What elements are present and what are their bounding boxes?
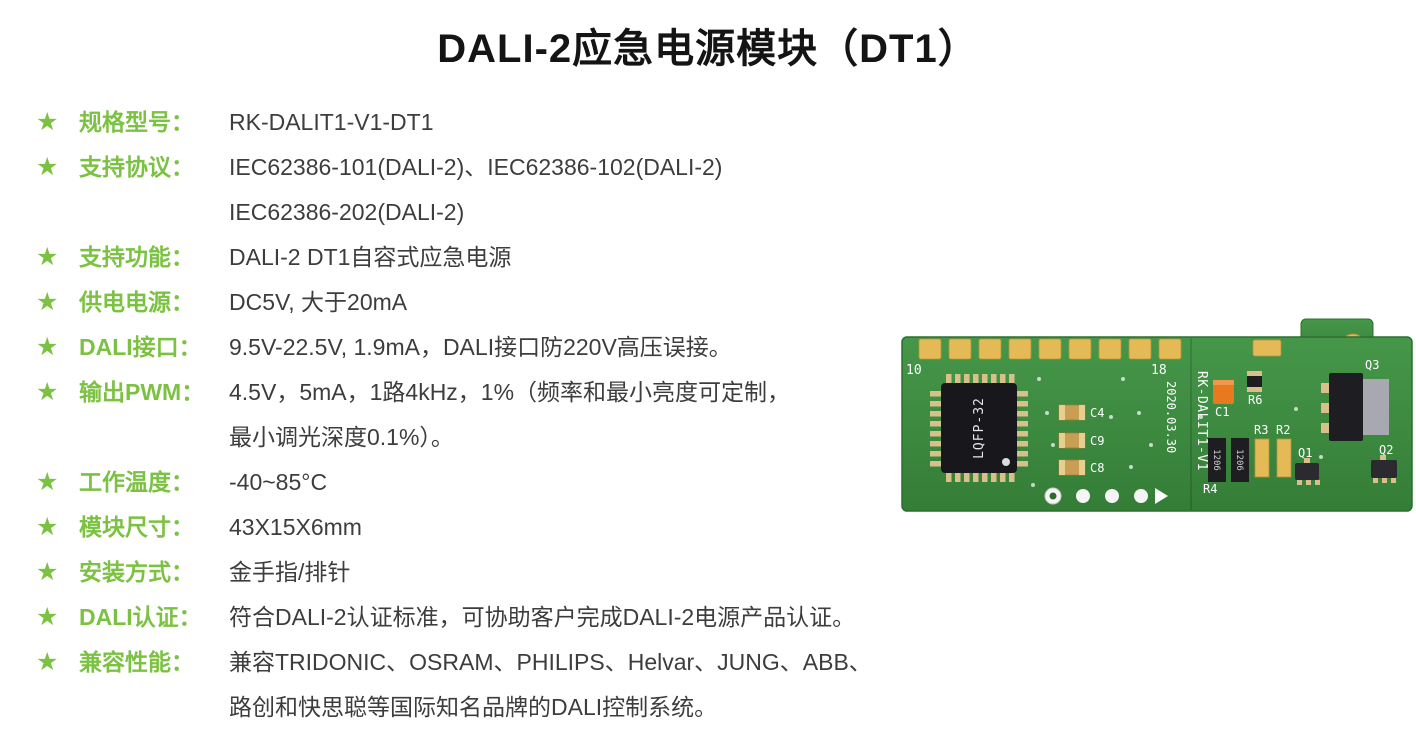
ref-q1: Q1 [1298, 446, 1312, 460]
page-title: DALI-2应急电源模块（DT1） [437, 27, 979, 71]
spec-row-compatibility: ★ 兼容性能： 兼容TRIDONIC、OSRAM、PHILIPS、Helvar、… [32, 640, 912, 730]
star-icon: ★ [36, 558, 59, 586]
qfp-chip: LQFP-32 [930, 374, 1028, 482]
component-q3: Q3 [1321, 358, 1389, 441]
spec-label: DALI认证： [79, 604, 202, 630]
spec-row-dimensions: ★ 模块尺寸： 43X15X6mm [32, 505, 912, 550]
component-1206-b: 1206 [1231, 438, 1249, 482]
via-dots [1031, 377, 1323, 487]
spec-row-mounting: ★ 安装方式： 金手指/排针 [32, 550, 912, 595]
spec-list: ★ 规格型号： RK-DALIT1-V1-DT1 ★ 支持协议： IEC6238… [32, 100, 912, 730]
capacitor-c4: C4 [1058, 404, 1104, 421]
spec-value: 金手指/排针 [229, 559, 351, 585]
pin-number-right: 18 [1151, 363, 1167, 378]
ref-r2: R2 [1276, 423, 1290, 437]
spec-value: DC5V, 大于20mA [229, 289, 408, 315]
star-icon: ★ [36, 288, 59, 316]
ref-c4: C4 [1090, 406, 1104, 420]
component-q1: Q1 [1295, 446, 1320, 485]
star-icon: ★ [36, 468, 59, 496]
spec-row-protocol: ★ 支持协议： IEC62386-101(DALI-2)、IEC62386-10… [32, 145, 912, 235]
gold-fingers [918, 338, 1282, 360]
ref-r6: R6 [1248, 393, 1262, 407]
spec-value: 4.5V，5mA，1路4kHz，1%（频率和最小亮度可定制， 最小调光深度0.1… [229, 379, 791, 450]
spec-row-temperature: ★ 工作温度： -40~85°C [32, 460, 912, 505]
footprint-r2: R2 [1276, 423, 1292, 478]
spec-label: 安装方式： [79, 559, 194, 585]
star-icon: ★ [36, 603, 59, 631]
spec-row-power: ★ 供电电源： DC5V, 大于20mA [32, 280, 912, 325]
chip-pins [930, 374, 1028, 482]
component-q2: Q2 [1371, 443, 1397, 483]
pin-number-left: 10 [906, 363, 922, 378]
chip-package-label: LQFP-32 [972, 397, 987, 459]
spec-label: 支持协议： [79, 154, 194, 180]
component-c1: C1 [1213, 380, 1234, 419]
ref-r4: R4 [1203, 482, 1217, 496]
spec-label: DALI接口： [79, 334, 202, 360]
star-icon: ★ [36, 153, 59, 181]
star-icon: ★ [36, 243, 59, 271]
spec-value: IEC62386-101(DALI-2)、IEC62386-102(DALI-2… [229, 154, 723, 225]
component-r6: R6 [1247, 371, 1262, 407]
silkscreen-model: RK-DALIT1-V1 [1194, 371, 1209, 471]
chip-pin1-dot [1002, 458, 1010, 466]
spec-value: 符合DALI-2认证标准，可协助客户完成DALI-2电源产品认证。 [229, 604, 856, 630]
star-icon: ★ [36, 648, 59, 676]
spec-row-model: ★ 规格型号： RK-DALIT1-V1-DT1 [32, 100, 912, 145]
component-1206-a: 1206 [1208, 438, 1226, 482]
footprint-r3: R3 [1254, 423, 1270, 478]
spec-label: 兼容性能： [79, 649, 194, 675]
pcb-svg: DA [901, 318, 1413, 512]
chip-body [941, 383, 1017, 473]
spec-label: 供电电源： [79, 289, 194, 315]
ref-r3: R3 [1254, 423, 1268, 437]
spec-label: 工作温度： [79, 469, 194, 495]
mounting-holes [1044, 487, 1168, 505]
pkg-1206-a: 1206 [1211, 449, 1221, 471]
spec-value: 43X15X6mm [229, 514, 362, 540]
star-icon: ★ [36, 108, 59, 136]
arrow-marker [1155, 488, 1168, 504]
pkg-1206-b: 1206 [1234, 449, 1244, 471]
star-icon: ★ [36, 378, 59, 406]
spec-row-dali-interface: ★ DALI接口： 9.5V-22.5V, 1.9mA，DALI接口防220V高… [32, 325, 912, 370]
pcb-product-photo: DA [901, 317, 1413, 518]
spec-value: -40~85°C [229, 469, 328, 495]
spec-row-certification: ★ DALI认证： 符合DALI-2认证标准，可协助客户完成DALI-2电源产品… [32, 595, 912, 640]
star-icon: ★ [36, 513, 59, 541]
spec-row-pwm-output: ★ 输出PWM： 4.5V，5mA，1路4kHz，1%（频率和最小亮度可定制， … [32, 370, 912, 460]
ref-c8: C8 [1090, 461, 1104, 475]
capacitor-c9: C9 [1058, 432, 1104, 449]
ref-q3: Q3 [1365, 358, 1379, 372]
ref-c1: C1 [1215, 405, 1229, 419]
spec-label: 输出PWM： [79, 379, 205, 405]
star-icon: ★ [36, 333, 59, 361]
spec-label: 模块尺寸： [79, 514, 194, 540]
spec-label: 规格型号： [79, 109, 194, 135]
spec-row-function: ★ 支持功能： DALI-2 DT1自容式应急电源 [32, 235, 912, 280]
spec-label: 支持功能： [79, 244, 194, 270]
ref-c9: C9 [1090, 434, 1104, 448]
silkscreen-date: 2020.03.30 [1164, 381, 1178, 453]
spec-value: 兼容TRIDONIC、OSRAM、PHILIPS、Helvar、JUNG、ABB… [229, 649, 872, 720]
spec-value: 9.5V-22.5V, 1.9mA，DALI接口防220V高压误接。 [229, 334, 732, 360]
spec-value: DALI-2 DT1自容式应急电源 [229, 244, 512, 270]
capacitor-c8: C8 [1058, 459, 1104, 476]
ref-q2: Q2 [1379, 443, 1393, 457]
spec-value: RK-DALIT1-V1-DT1 [229, 109, 434, 135]
